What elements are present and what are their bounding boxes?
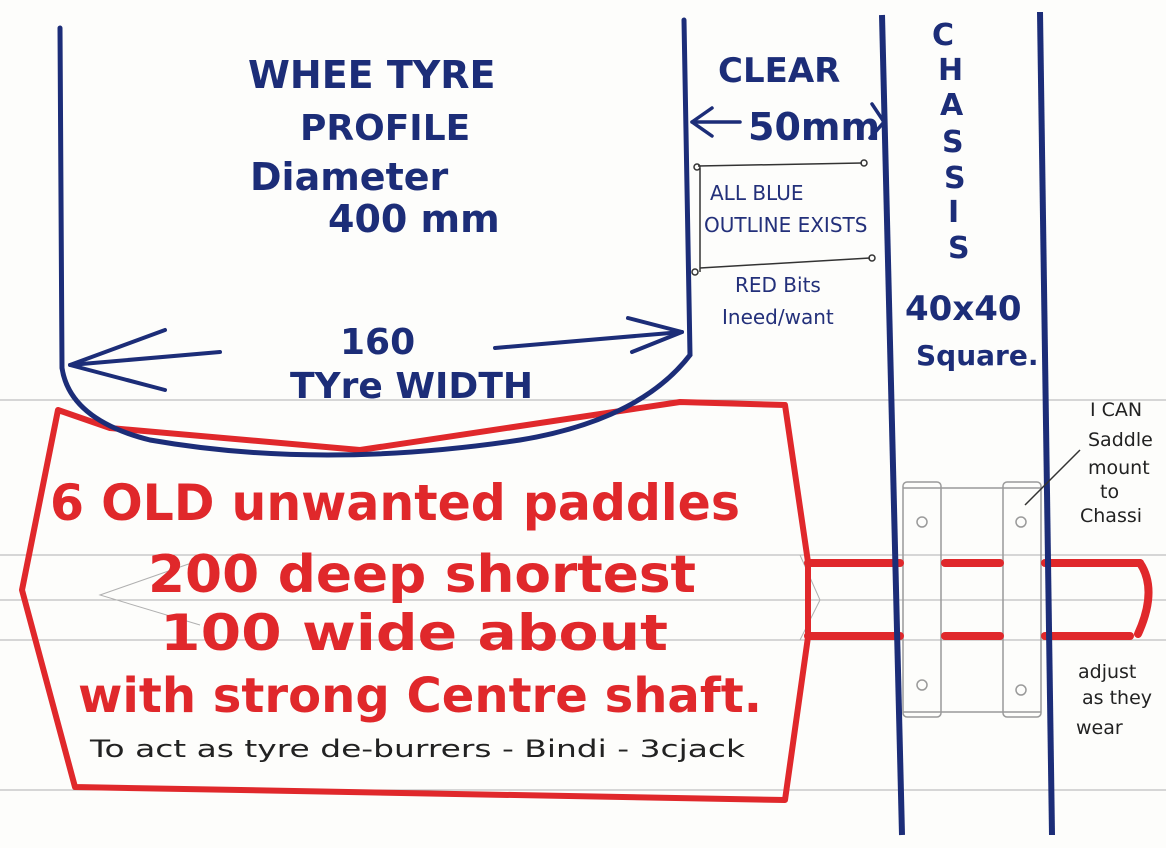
tyre-title: WHEE TYRE bbox=[248, 53, 496, 97]
guide-arrow-sketch bbox=[98, 559, 201, 626]
tyre-width-label: TYre WIDTH bbox=[290, 366, 533, 407]
mount-note-line-2: Saddle bbox=[1088, 429, 1153, 451]
legend-line-2: OUTLINE EXISTS bbox=[704, 213, 867, 237]
width-arrow-left-shaft bbox=[68, 350, 222, 367]
legend-line-3: RED Bits bbox=[735, 273, 821, 297]
saddle-mount-left bbox=[902, 481, 942, 718]
centre-shaft bbox=[804, 559, 1153, 640]
chassis-letter: S bbox=[948, 231, 970, 266]
mount-note-line-3: mount bbox=[1088, 457, 1150, 479]
chassis-letter: S bbox=[942, 125, 964, 160]
saddle-mounts bbox=[902, 481, 1042, 718]
chassis-letter: I bbox=[948, 195, 959, 230]
saddle-mount-right bbox=[1002, 481, 1042, 718]
tyre-subtitle: PROFILE bbox=[300, 108, 470, 149]
tyre-width-value: 160 bbox=[340, 322, 415, 363]
mount-note-leader bbox=[1024, 449, 1081, 506]
tyre-outline bbox=[57, 17, 693, 458]
paddle-spec-line-3: 100 wide about bbox=[160, 604, 668, 662]
legend-bracket bbox=[691, 159, 876, 276]
legend-bottom-line bbox=[699, 257, 871, 269]
paddle-spec-line-1: 6 OLD unwanted paddles bbox=[50, 474, 740, 532]
chassis-rails bbox=[879, 11, 1055, 836]
legend-line-4: Ineed/want bbox=[722, 305, 834, 329]
bolt-hole bbox=[1015, 684, 1027, 696]
tyre-diameter-value: 400 mm bbox=[328, 197, 500, 241]
chassis-size: 40x40 bbox=[905, 289, 1022, 329]
chassis-rail-left bbox=[879, 14, 905, 836]
chassis-letter: H bbox=[938, 53, 963, 88]
legend-dot bbox=[868, 254, 876, 262]
clearance-value: 50mm bbox=[748, 105, 880, 149]
chassis-letter: S bbox=[944, 161, 966, 196]
chassis-letter: A bbox=[940, 88, 964, 123]
chassis-letter: C bbox=[932, 18, 954, 53]
shaft-end-cap bbox=[1134, 559, 1153, 638]
legend-dot bbox=[693, 163, 701, 171]
clear-arrow-right-head bbox=[868, 102, 886, 140]
legend-dot bbox=[691, 268, 699, 276]
clearance-label: CLEAR bbox=[718, 51, 840, 91]
adjust-note-line-1: adjust bbox=[1078, 661, 1136, 683]
adjust-note-line-2: as they bbox=[1082, 687, 1152, 709]
tyre-diameter-label: Diameter bbox=[250, 155, 449, 199]
clearance-arrows bbox=[690, 102, 886, 140]
bolt-hole bbox=[916, 516, 928, 528]
bolt-hole bbox=[1015, 516, 1027, 528]
legend-line-1: ALL BLUE bbox=[710, 181, 803, 205]
width-arrow-right-shaft bbox=[493, 330, 684, 350]
clear-arrow-left-head bbox=[690, 106, 714, 138]
width-arrow-right-head bbox=[626, 316, 684, 354]
chassis-shape: Square. bbox=[916, 339, 1038, 372]
chassis-rail-right bbox=[1037, 11, 1055, 836]
paddle-spec-line-4: with strong Centre shaft. bbox=[78, 668, 762, 724]
width-arrow-left-head bbox=[68, 328, 167, 392]
tyre-profile bbox=[57, 17, 693, 458]
paddle-spec-line-2: 200 deep shortest bbox=[148, 545, 696, 605]
mount-note-line-4: to bbox=[1100, 481, 1119, 503]
bolt-hole bbox=[916, 679, 928, 691]
paddle-purpose-note: To act as tyre de-burrers - Bindi - 3cja… bbox=[89, 735, 745, 763]
legend-dot bbox=[860, 159, 868, 167]
mount-note-line-1: I CAN bbox=[1090, 399, 1142, 421]
mount-note-line-5: Chassi bbox=[1080, 505, 1142, 527]
tyre-width-arrows bbox=[68, 316, 684, 392]
adjust-note-line-3: wear bbox=[1076, 717, 1123, 739]
legend-top-line bbox=[697, 162, 863, 167]
